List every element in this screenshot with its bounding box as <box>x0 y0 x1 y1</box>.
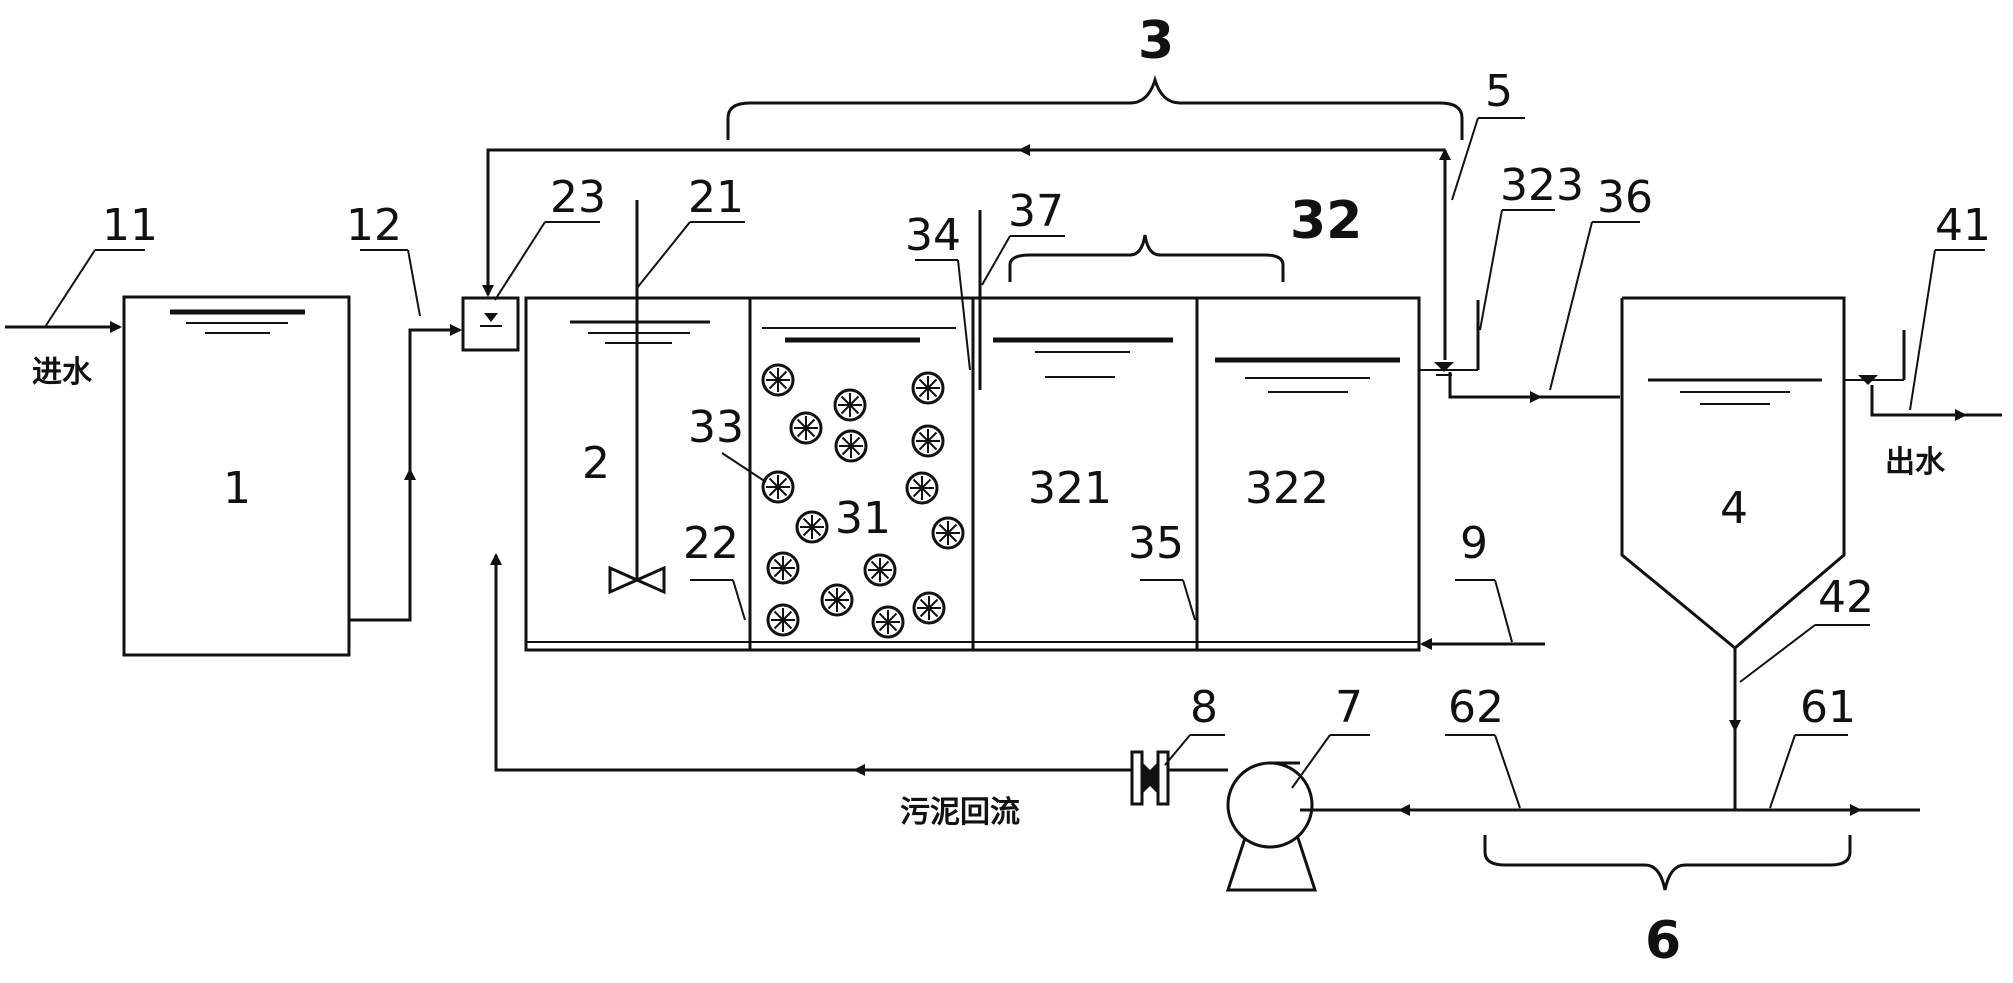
carrier-media-item <box>766 551 800 585</box>
label-34: 34 <box>905 210 961 261</box>
leader-41 <box>1909 249 1936 411</box>
carrier-media-item <box>820 583 854 617</box>
label-23: 23 <box>550 172 606 223</box>
leader-8 <box>1164 734 1191 766</box>
carrier-media-item <box>789 411 823 445</box>
label-42: 42 <box>1818 572 1874 623</box>
carrier-media-item <box>834 429 868 463</box>
tank-1 <box>122 295 351 657</box>
compartment-31 <box>762 327 956 343</box>
leader-22 <box>732 579 746 621</box>
label-33: 33 <box>688 402 744 453</box>
label-37: 37 <box>1008 186 1064 237</box>
leader-35 <box>1182 579 1196 621</box>
leader-323 <box>1479 209 1503 331</box>
carrier-media-item <box>905 471 939 505</box>
label-41: 41 <box>1935 200 1991 251</box>
distributor-23 <box>461 296 520 352</box>
label-31: 31 <box>835 493 891 544</box>
leader-61 <box>1769 734 1796 809</box>
sludge-return-text: 污泥回流 <box>900 795 1020 830</box>
outlet-weir-323 <box>1419 300 1480 376</box>
pipe-36 <box>1448 372 1542 403</box>
label-5: 5 <box>1485 66 1513 117</box>
label-12: 12 <box>346 200 402 251</box>
label-321: 321 <box>1028 463 1112 514</box>
leader-42 <box>1739 624 1816 683</box>
label-2: 2 <box>582 438 610 489</box>
outlet-weir-41 <box>1844 330 1906 385</box>
pump-7 <box>1225 761 1318 892</box>
label-8: 8 <box>1190 682 1218 733</box>
leader-11 <box>44 249 96 328</box>
compartment-322 <box>1215 357 1400 393</box>
carrier-media-item <box>863 553 897 587</box>
leader-62 <box>1494 734 1521 809</box>
label-322: 322 <box>1245 463 1329 514</box>
carrier-media-item <box>911 371 945 405</box>
leader-34 <box>957 259 971 371</box>
leader-33 <box>721 452 767 483</box>
compartment-321 <box>993 337 1173 378</box>
brace-3 <box>726 74 1464 140</box>
inlet-text: 进水 <box>32 355 93 390</box>
leader-5 <box>1451 117 1479 201</box>
carrier-media-item <box>833 388 867 422</box>
label-32: 32 <box>1290 191 1362 251</box>
carrier-media-item <box>912 591 946 625</box>
carrier-media-item <box>911 424 945 458</box>
label-61: 61 <box>1800 682 1856 733</box>
carrier-media-item <box>761 363 795 397</box>
label-3: 3 <box>1138 11 1174 71</box>
leader-7 <box>1291 734 1331 789</box>
label-7: 7 <box>1335 682 1363 733</box>
label-22: 22 <box>683 518 739 569</box>
label-11: 11 <box>102 200 158 251</box>
label-1: 1 <box>223 463 251 514</box>
leader-21 <box>636 221 691 289</box>
clarifier-4 <box>1620 296 1846 650</box>
label-36: 36 <box>1597 172 1653 223</box>
pipe-12 <box>349 324 462 622</box>
brace-6 <box>1483 835 1852 891</box>
label-21: 21 <box>688 172 744 223</box>
valve-8 <box>1130 750 1170 806</box>
carrier-media-item <box>795 510 829 544</box>
outlet-pipe <box>1870 385 1967 421</box>
carrier-media-item <box>931 516 965 550</box>
carrier-media-item <box>761 470 795 504</box>
label-62: 62 <box>1448 682 1504 733</box>
label-4: 4 <box>1720 483 1748 534</box>
leader-12 <box>407 249 421 317</box>
brace-32 <box>1008 234 1285 282</box>
leader-9 <box>1494 579 1513 643</box>
leader-23 <box>494 221 546 301</box>
baffle-34 <box>972 210 982 390</box>
label-35: 35 <box>1128 518 1184 569</box>
carrier-media-item <box>766 603 800 637</box>
label-323: 323 <box>1500 160 1584 211</box>
carrier-media-33 <box>761 363 965 639</box>
leader-37 <box>981 235 1011 286</box>
stirrer-21 <box>608 200 666 595</box>
compartment-2 <box>570 320 710 344</box>
leader-36 <box>1549 221 1593 391</box>
outlet-text: 出水 <box>1885 445 1946 480</box>
label-9: 9 <box>1460 518 1488 569</box>
carrier-media-item <box>871 605 905 639</box>
label-6: 6 <box>1645 911 1681 971</box>
